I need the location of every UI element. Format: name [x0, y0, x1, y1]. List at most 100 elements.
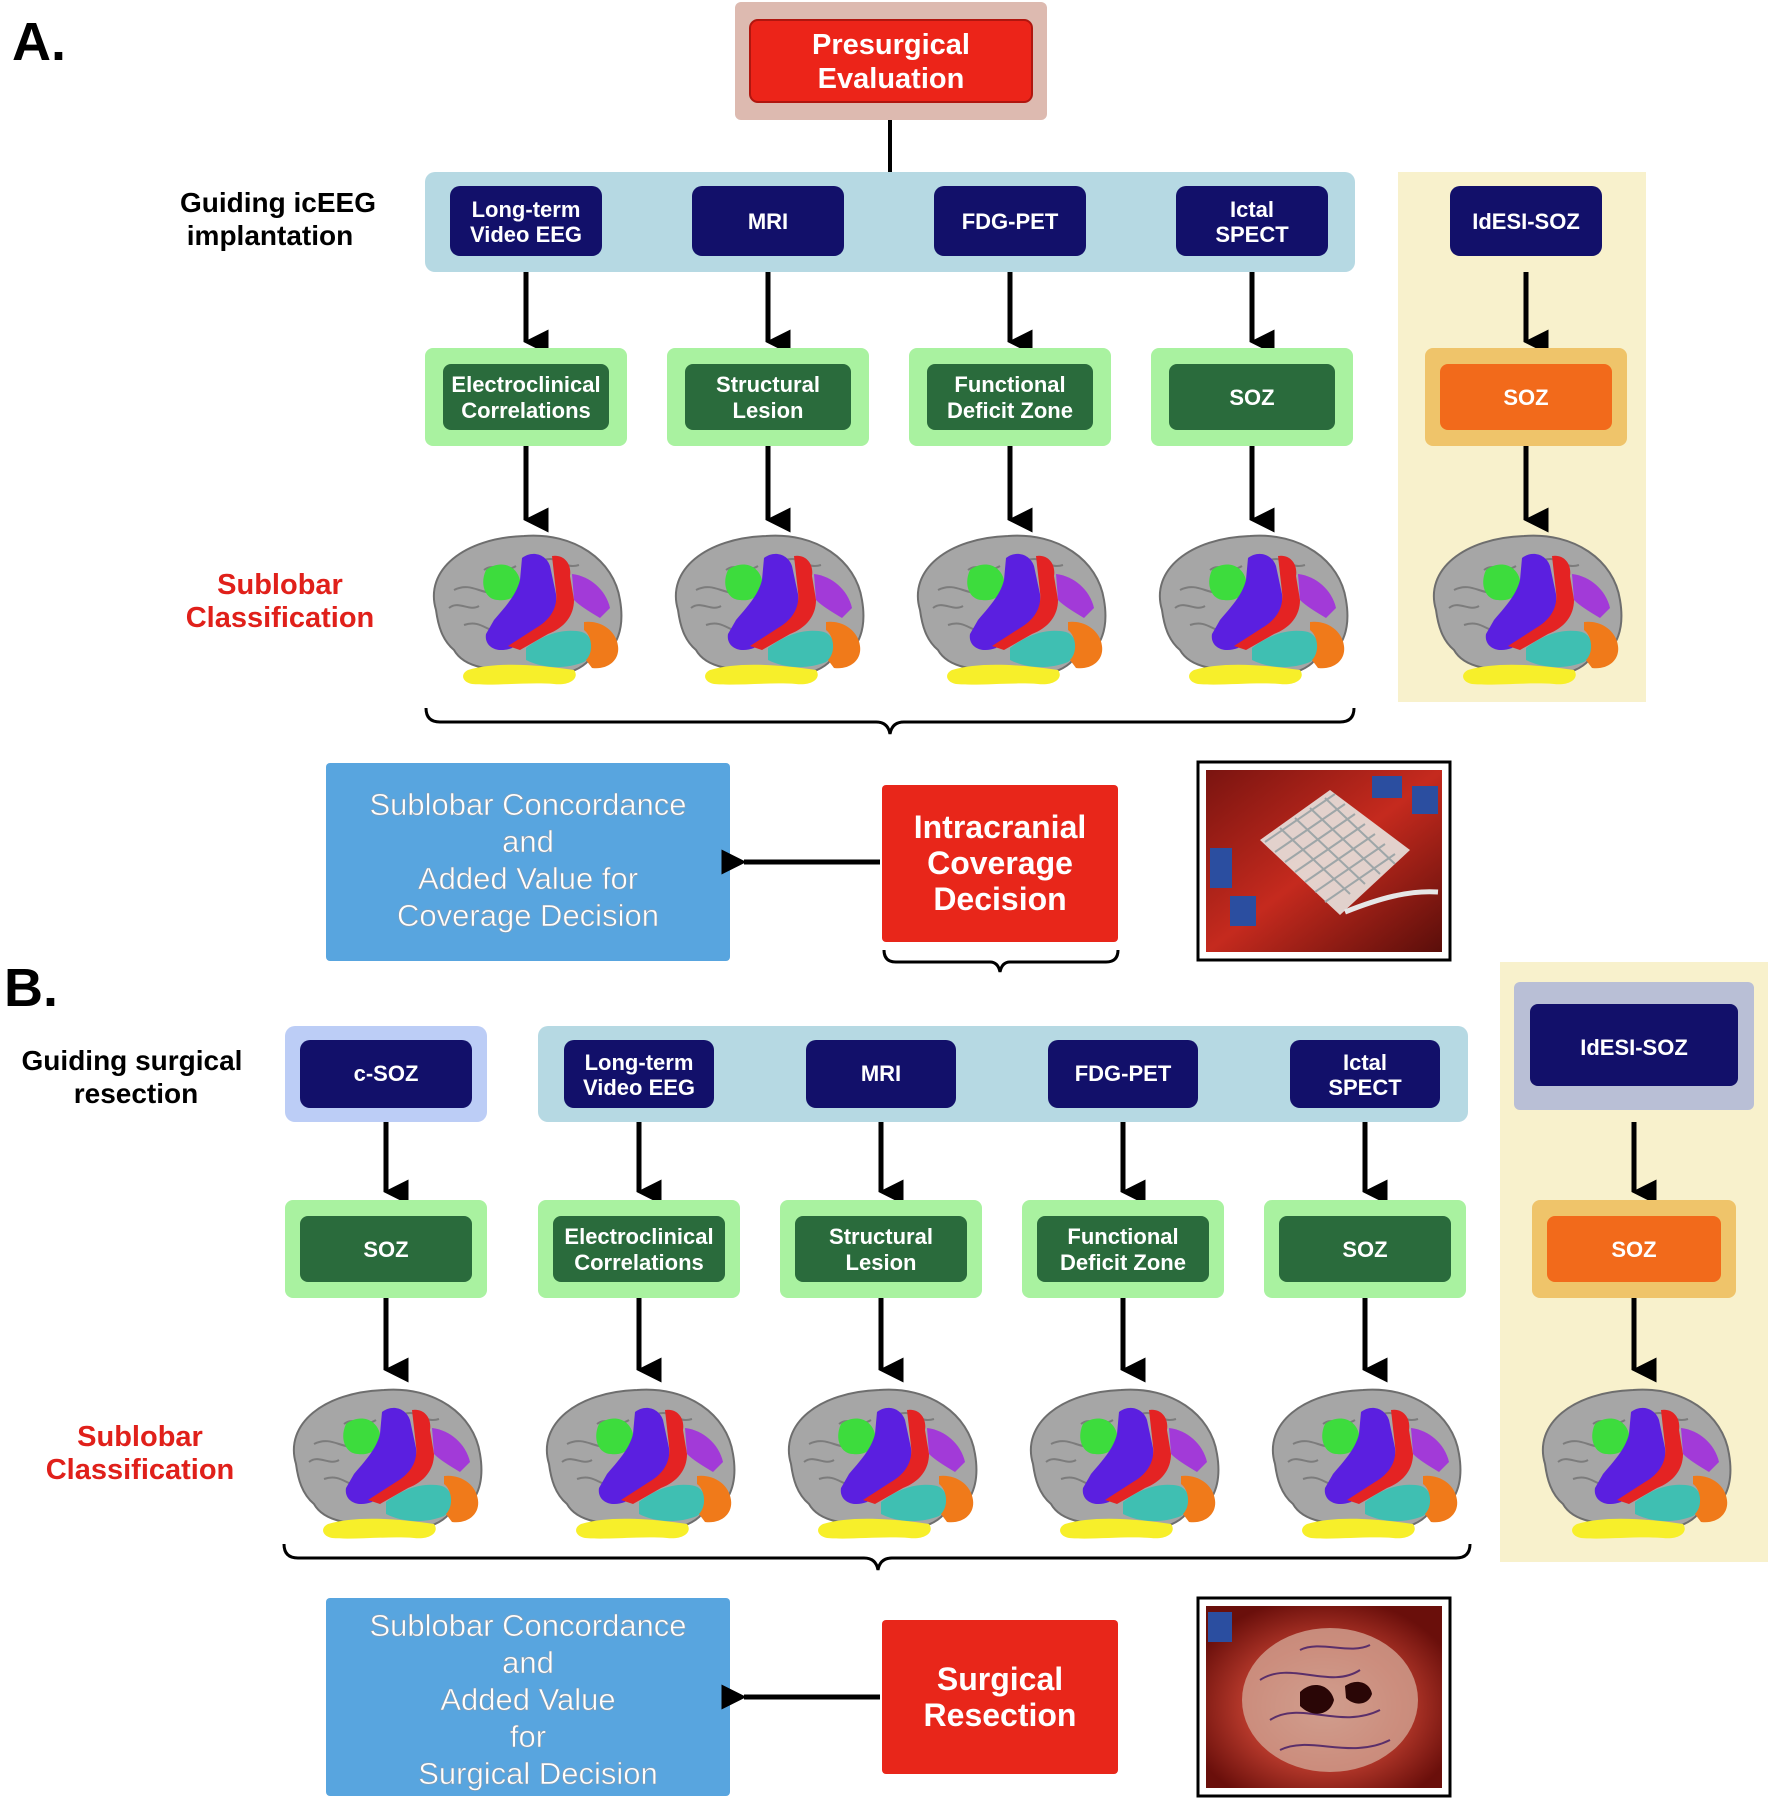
- modality-b-video-eeg: Long-term Video EEG: [564, 1040, 714, 1108]
- outcome-b-esi-soz: SOZ: [1532, 1200, 1736, 1298]
- brace-decision-a: [882, 949, 1120, 973]
- concordance-b-line-4: for: [510, 1719, 546, 1754]
- presurgical-line-2: Evaluation: [818, 63, 965, 95]
- modality-b-csoz: c-SOZ: [300, 1040, 472, 1108]
- arrows-b-row1: [383, 1122, 1657, 1205]
- brain-map-a-3: [916, 534, 1107, 686]
- outcome-b-csoz-soz-label: SOZ: [363, 1237, 408, 1262]
- guiding-surgical-line-1: Guiding surgical: [22, 1045, 243, 1076]
- grid-electrode-photo: [1196, 760, 1452, 962]
- modality-a-video-eeg-line-2: Video EEG: [470, 222, 582, 247]
- outcome-b-csoz-soz: SOZ: [285, 1200, 487, 1298]
- decision-b-line-1: Surgical: [937, 1661, 1063, 1697]
- outcome-b-soz-label: SOZ: [1342, 1237, 1387, 1262]
- sublobar-a-line-2: Classification: [186, 602, 375, 634]
- decision-box-a: [882, 785, 1118, 942]
- modality-band-a: [425, 172, 1355, 272]
- modality-b-esi-label: IdESI-SOZ: [1580, 1035, 1688, 1060]
- outcome-a-functional-line-1: Functional: [954, 372, 1065, 397]
- modality-a-mri: MRI: [692, 186, 844, 256]
- concordance-a-line-2: and: [502, 824, 554, 859]
- sublobar-b-line-2: Classification: [46, 1454, 235, 1486]
- outcome-b-structural-line-1: Structural: [829, 1224, 933, 1249]
- modality-a-fdg-pet: FDG-PET: [934, 186, 1086, 256]
- modality-a-ictal-spect-line-1: Ictal: [1230, 197, 1274, 222]
- arrows-a-row1: [523, 272, 1549, 355]
- outcome-a-electroclinical-line-1: Electroclinical: [451, 372, 600, 397]
- concordance-a-line-1: Sublobar Concordance: [369, 787, 686, 822]
- modality-a-ictal-spect: Ictal SPECT: [1176, 186, 1328, 256]
- concordance-a-line-3: Added Value for: [418, 861, 638, 896]
- outcome-a-soz: SOZ: [1151, 348, 1353, 446]
- modality-b-ictal-spect-line-2: SPECT: [1328, 1075, 1402, 1100]
- outcome-a-esi-soz: SOZ: [1425, 348, 1627, 446]
- outcome-b-esi-soz-label: SOZ: [1611, 1237, 1656, 1262]
- modality-a-fdg-pet-label: FDG-PET: [962, 209, 1059, 234]
- outcome-b-electroclinical: Electroclinical Correlations: [538, 1200, 740, 1298]
- decision-a-line-1: Intracranial: [914, 809, 1087, 845]
- arrows-b-row2: [383, 1298, 1657, 1383]
- decision-b-line-2: Resection: [924, 1697, 1077, 1733]
- outcome-b-structural-lesion: Structural Lesion: [780, 1200, 982, 1298]
- brain-map-b-1: [545, 1388, 736, 1540]
- modality-a-mri-label: MRI: [748, 209, 788, 234]
- outcome-a-functional-line-2: Deficit Zone: [947, 398, 1073, 423]
- outcome-b-functional-deficit: Functional Deficit Zone: [1022, 1200, 1224, 1298]
- outcome-b-electroclinical-line-1: Electroclinical: [564, 1224, 713, 1249]
- brain-map-b-3: [1029, 1388, 1220, 1540]
- decision-a-line-3: Decision: [933, 881, 1066, 917]
- outcome-a-esi-soz-label: SOZ: [1503, 385, 1548, 410]
- outcome-a-structural-lesion: Structural Lesion: [667, 348, 869, 446]
- modality-b-ictal-spect-line-1: Ictal: [1343, 1050, 1387, 1075]
- brain-map-a-1: [432, 534, 623, 686]
- concordance-b-line-3: Added Value: [440, 1682, 615, 1717]
- modality-a-ictal-spect-line-2: SPECT: [1215, 222, 1289, 247]
- modality-b-video-eeg-line-1: Long-term: [585, 1050, 694, 1075]
- sublobar-a-line-1: Sublobar: [217, 569, 343, 601]
- outcome-a-soz-label: SOZ: [1229, 385, 1274, 410]
- presurgical-box: [749, 19, 1033, 103]
- concordance-box-a: [326, 763, 730, 961]
- concordance-a-line-4: Coverage Decision: [397, 898, 659, 933]
- modality-b-video-eeg-line-2: Video EEG: [583, 1075, 695, 1100]
- guiding-icEEG-line-2: implantation: [187, 220, 353, 251]
- modality-a-esi: IdESI-SOZ: [1450, 186, 1602, 256]
- arrows-a-row2: [523, 446, 1549, 533]
- outcome-a-electroclinical: Electroclinical Correlations: [425, 348, 627, 446]
- modality-band-b: [538, 1026, 1468, 1122]
- panel-a-letter: A.: [12, 12, 66, 72]
- modality-a-esi-label: IdESI-SOZ: [1472, 209, 1580, 234]
- outcome-b-functional-line-1: Functional: [1067, 1224, 1178, 1249]
- outcome-a-electroclinical-line-2: Correlations: [461, 398, 591, 423]
- decision-box-b: [882, 1620, 1118, 1774]
- outcome-b-electroclinical-line-2: Correlations: [574, 1250, 704, 1275]
- modality-a-video-eeg-line-1: Long-term: [472, 197, 581, 222]
- concordance-b-line-2: and: [502, 1645, 554, 1680]
- panel-b-letter: B.: [4, 958, 58, 1018]
- outcome-a-structural-line-1: Structural: [716, 372, 820, 397]
- outcome-a-structural-line-2: Lesion: [733, 398, 804, 423]
- outcome-a-functional-deficit: Functional Deficit Zone: [909, 348, 1111, 446]
- brain-map-b-csoz: [292, 1388, 483, 1540]
- outcome-b-soz: SOZ: [1264, 1200, 1466, 1298]
- brace-a: [424, 707, 1356, 735]
- concordance-box-b: [326, 1598, 730, 1796]
- guiding-icEEG-line-1: Guiding icEEG: [180, 187, 376, 218]
- modality-b-mri-label: MRI: [861, 1061, 901, 1086]
- sublobar-b-line-1: Sublobar: [77, 1421, 203, 1453]
- brain-map-b-4: [1271, 1388, 1462, 1540]
- concordance-b-line-1: Sublobar Concordance: [369, 1608, 686, 1643]
- modality-b-csoz-label: c-SOZ: [354, 1061, 419, 1086]
- guiding-surgical-line-2: resection: [74, 1078, 199, 1109]
- brain-map-a-4: [1158, 534, 1349, 686]
- decision-a-line-2: Coverage: [927, 845, 1073, 881]
- concordance-b-line-5: Surgical Decision: [418, 1756, 658, 1791]
- modality-b-esi: IdESI-SOZ: [1530, 1004, 1738, 1086]
- resection-photo: [1196, 1596, 1452, 1798]
- brain-map-a-2: [674, 534, 865, 686]
- modality-b-mri: MRI: [806, 1040, 956, 1108]
- modality-b-fdg-pet: FDG-PET: [1048, 1040, 1198, 1108]
- outcome-b-structural-line-2: Lesion: [846, 1250, 917, 1275]
